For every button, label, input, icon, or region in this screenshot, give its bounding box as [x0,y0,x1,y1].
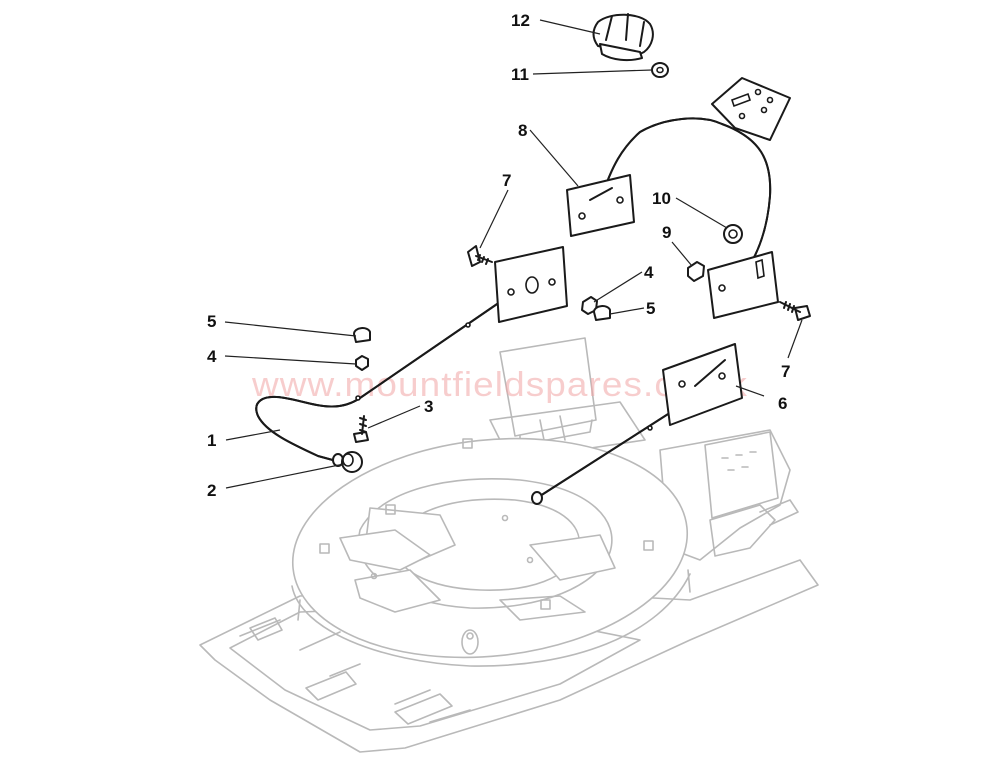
callout-12: 12 [511,11,530,30]
callout-11: 11 [511,65,529,84]
nut-9 [687,261,705,282]
nut-4-left [355,355,369,371]
right-lower-handle [531,343,743,505]
callout-4-left: 4 [207,347,217,366]
callout-6: 6 [778,394,787,413]
end-plug [341,451,363,473]
callout-5-left: 5 [207,312,216,331]
screw-7-left [467,245,493,267]
leader-lines [224,19,803,489]
screw-3 [353,415,369,443]
callout-1: 1 [207,431,216,450]
left-lower-handle [255,246,568,467]
callout-labels: 12 11 8 7 10 9 4 5 5 4 7 3 6 1 2 [207,11,790,500]
callout-4-right: 4 [644,263,654,282]
callout-2: 2 [207,481,216,500]
cap-5-right [593,305,611,321]
adjuster-knob [592,13,654,62]
screw-7-right [779,301,811,321]
upper-handle-bracket [566,77,791,319]
callout-9: 9 [662,223,671,242]
mower-deck [199,337,819,753]
callout-5-right: 5 [646,299,655,318]
callout-7-right: 7 [781,362,790,381]
callout-7-left: 7 [502,171,511,190]
cap-5-left [353,327,371,343]
callout-10: 10 [652,189,671,208]
callout-8: 8 [518,121,527,140]
callout-3: 3 [424,397,433,416]
